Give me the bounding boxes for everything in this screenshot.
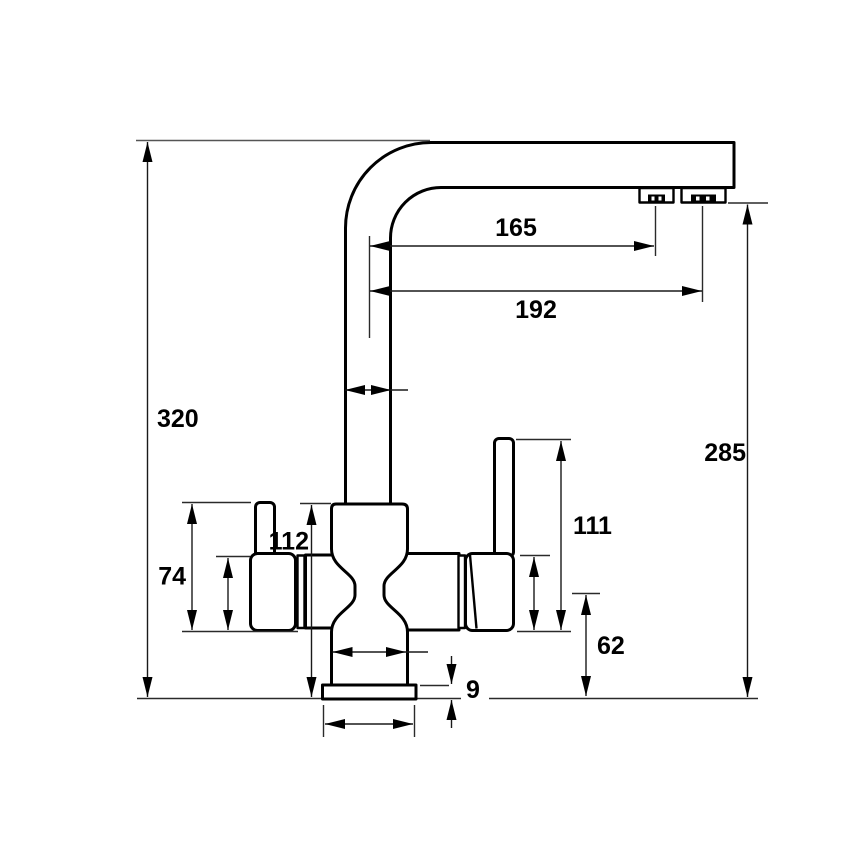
dim-label-spout-reach-inner: 165: [495, 214, 537, 242]
dim-label-side-port-height: 62: [597, 632, 625, 660]
dim-side-port-height: 62: [572, 592, 625, 696]
right-handle-lever: [493, 437, 515, 558]
dim-label-spout-reach-outer: 192: [515, 296, 557, 324]
dim-base-plate-thickness: 9: [420, 656, 489, 728]
aerator-2-screen: [691, 194, 716, 203]
dim-spout-outlet-height: 285: [704, 202, 768, 697]
spout-and-riser-outline: [344, 141, 736, 508]
aerator-2: [680, 186, 727, 204]
right-handle-body: [464, 552, 515, 632]
faucet-outline: [249, 141, 736, 701]
left-handle-body: [249, 552, 297, 632]
dim-label-spout-outlet-height: 285: [704, 439, 746, 467]
dim-right-handle-height: 111: [516, 438, 612, 633]
dim-body-height: 112: [269, 502, 331, 697]
dim-right-handle-body: [520, 554, 550, 630]
dim-spout-reach-outer: 192: [370, 206, 704, 324]
aerator-1-screen: [648, 194, 665, 203]
dim-label-base-plate-thickness: 9: [466, 676, 480, 704]
left-collar-ring: [296, 554, 306, 630]
dim-left-handle-height: 74: [158, 501, 298, 633]
dim-base-width: [322, 705, 416, 737]
dim-overall-height: 320: [142, 142, 199, 697]
dim-label-left-handle-height: 74: [158, 563, 186, 591]
aerator-1: [638, 186, 675, 204]
dim-spout-reach-inner: 165: [368, 206, 657, 338]
dim-label-overall-height: 320: [157, 405, 199, 433]
dim-left-handle-body: [216, 555, 250, 630]
label-backing: [461, 679, 489, 701]
dim-label-right-handle-height: 111: [573, 512, 612, 540]
base-flange: [321, 683, 418, 701]
dim-label-body-height: 112: [269, 528, 309, 556]
right-handle-profile-line: [468, 554, 478, 629]
